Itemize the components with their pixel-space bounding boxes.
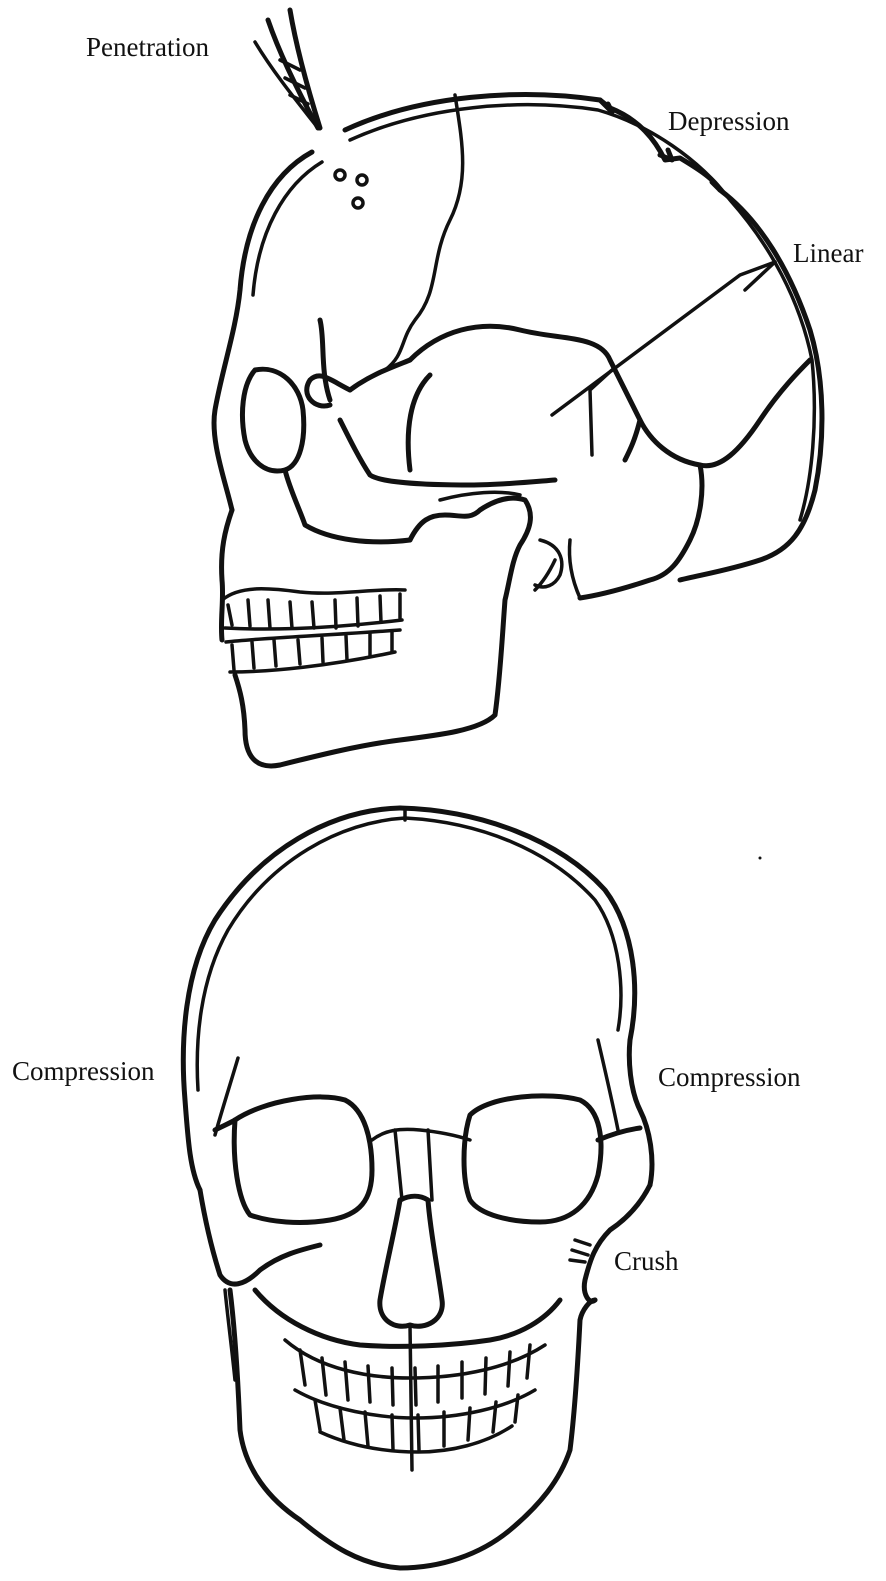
temporal-lower [408, 375, 640, 470]
lateral-vault-top [345, 95, 822, 580]
compression-right-fracture [598, 1040, 618, 1130]
nasal-bridge [372, 1129, 470, 1200]
nasal-cavity [380, 1196, 442, 1326]
linear-fracture-branch [590, 262, 775, 455]
lateral-lower-teeth [226, 630, 400, 672]
label-depression: Depression [668, 106, 790, 136]
right-orbit [464, 1096, 601, 1222]
mandible-condyle [440, 492, 562, 587]
frontal-vault-inner-right [405, 818, 621, 1030]
coronal-suture [385, 95, 463, 370]
crush-fracture [570, 1240, 590, 1262]
penetration-object-icon [255, 10, 320, 128]
frontal-teeth [285, 1340, 545, 1452]
frontal-vault-outer-right [400, 808, 652, 1185]
zygomatic-arch [307, 376, 555, 485]
lateral-orbit [242, 369, 303, 471]
temporal-bone [410, 326, 810, 466]
frontal-vault-inner [197, 818, 405, 1090]
label-crush: Crush [614, 1246, 679, 1276]
lateral-vault-inner [253, 162, 322, 295]
label-linear: Linear [793, 238, 863, 268]
lateral-upper-teeth [222, 589, 405, 629]
symphysis-line [410, 1325, 412, 1470]
label-compression-right: Compression [658, 1062, 801, 1092]
left-zygoma [200, 1120, 320, 1284]
label-compression-left: Compression [12, 1056, 155, 1086]
left-orbit [234, 1097, 372, 1223]
label-penetration: Penetration [86, 32, 209, 62]
upper-jaw-line [255, 1290, 560, 1346]
frontal-skull [183, 808, 652, 1568]
linear-fracture [552, 262, 775, 415]
stray-dot [759, 857, 762, 860]
penetration-holes [335, 170, 367, 208]
